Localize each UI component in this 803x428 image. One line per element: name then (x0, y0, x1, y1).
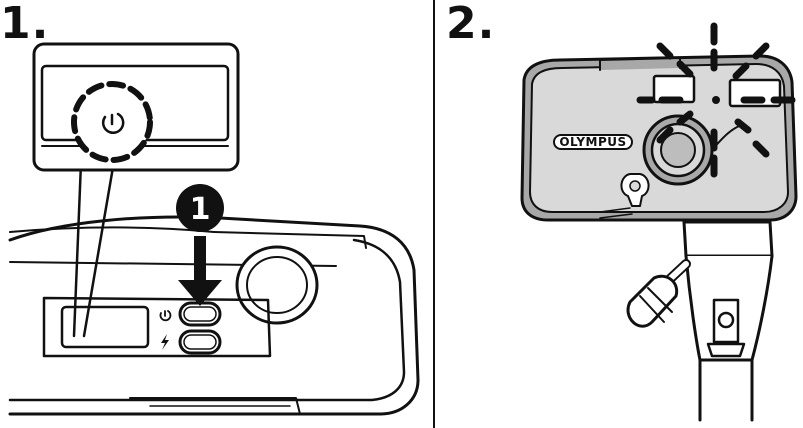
camera-brand-logo: OLYMPUS (559, 135, 626, 149)
self-timer-lamp (712, 96, 720, 104)
tripod (628, 222, 772, 420)
